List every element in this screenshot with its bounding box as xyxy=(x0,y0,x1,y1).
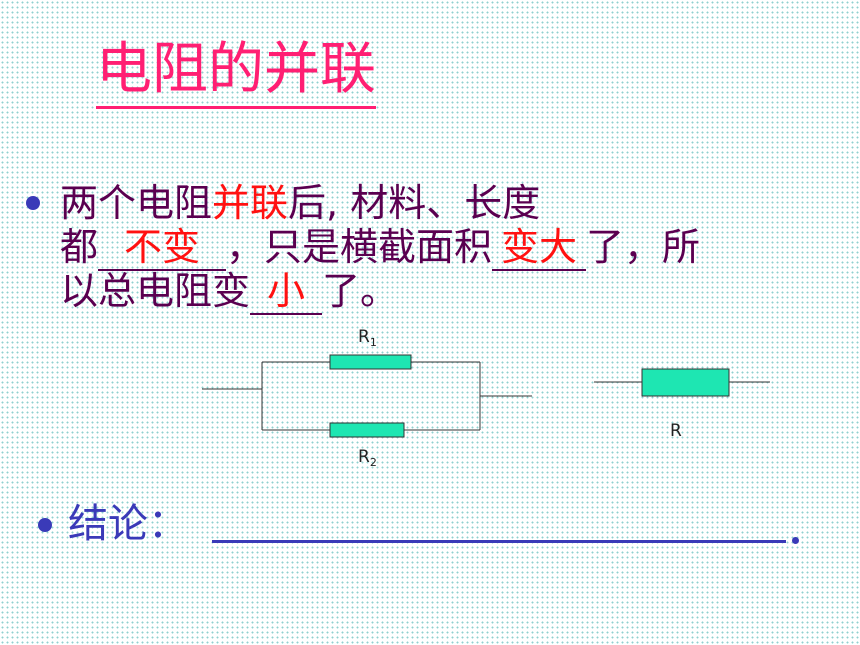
period-mark xyxy=(792,537,799,544)
text-segment: 后, 材料、长度 xyxy=(288,181,541,225)
text-segment: 了，所 xyxy=(586,225,701,269)
bullet-icon xyxy=(26,196,40,210)
conclusion-label: 结论： xyxy=(68,501,188,547)
text-segment: 以总电阻变 xyxy=(60,269,251,313)
text-segment: 两个电阻 xyxy=(60,181,213,225)
resistor-r2 xyxy=(329,422,405,438)
paragraph-line-3: 以总电阻变小了。 xyxy=(60,266,398,316)
keyword-parallel: 并联 xyxy=(212,181,289,225)
label-r2: R2 xyxy=(358,447,377,469)
paragraph-line-1: 两个电阻并联后, 材料、长度 xyxy=(60,178,540,228)
bullet-icon xyxy=(38,518,52,532)
conclusion-blank[interactable] xyxy=(212,540,786,543)
answer-blank-3: 小 xyxy=(250,269,323,315)
paragraph-line-2: 都不变，只是横截面积变大了，所 xyxy=(60,222,700,272)
resistor-r xyxy=(641,368,730,397)
text-segment: ，只是横截面积 xyxy=(226,225,493,269)
answer-blank-1: 不变 xyxy=(98,225,227,271)
label-r1: R1 xyxy=(358,327,377,349)
slide-title: 电阻的并联 xyxy=(96,34,376,109)
answer-blank-2: 变大 xyxy=(492,225,587,271)
text-segment: 了。 xyxy=(322,269,399,313)
resistor-r1 xyxy=(329,354,412,370)
label-r: R xyxy=(670,421,682,441)
text-segment: 都 xyxy=(60,225,99,269)
